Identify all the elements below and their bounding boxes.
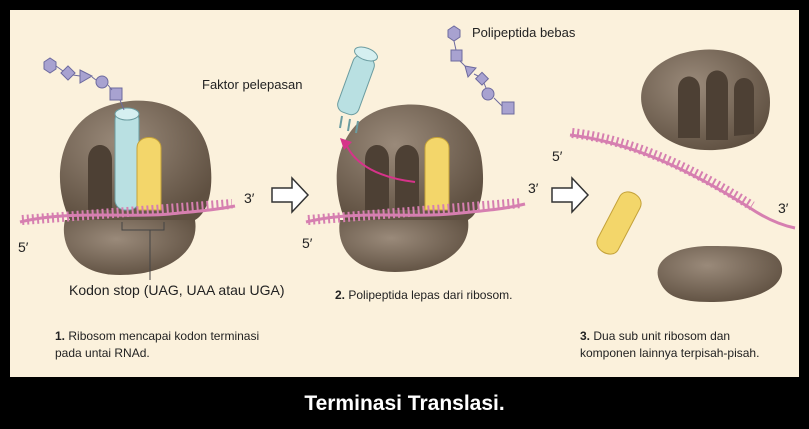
step2-5prime-label: 5′ (302, 235, 313, 251)
step2-line1: Polipeptida lepas dari ribosom. (348, 288, 513, 302)
step1-5prime-label: 5′ (18, 239, 29, 255)
step1-caption: 1. Ribosom mencapai kodon terminasi pada… (55, 328, 259, 362)
step1-line1: Ribosom mencapai kodon terminasi (68, 329, 260, 343)
step1-number: 1. (55, 329, 66, 343)
step2-mrna (305, 198, 526, 225)
step3-large-subunit (641, 49, 770, 151)
step2-caption: 2. Polipeptida lepas dari ribosom. (335, 287, 512, 304)
step3-caption: 3. Dua sub unit ribosom dan komponen lai… (580, 328, 759, 362)
step2-3prime-label: 3′ (528, 180, 539, 196)
step-arrow-1 (271, 176, 310, 214)
step-arrow-2 (551, 176, 590, 214)
step1-line2: pada untai RNAd. (55, 346, 150, 360)
step3-line2: komponen lainnya terpisah-pisah. (580, 346, 760, 360)
step1-ribosome-slots (88, 145, 112, 210)
step3-number: 3. (580, 329, 591, 343)
release-factor-label: Faktor pelepasan (202, 77, 303, 92)
step2-released-factor (337, 46, 378, 134)
step1-polypeptide (43, 57, 125, 111)
stop-codon-label: Kodon stop (UAG, UAA atau UGA) (69, 282, 285, 298)
free-polypeptide-label: Polipeptida bebas (472, 25, 576, 40)
step1-mrna (19, 199, 236, 225)
release-arrowhead (340, 138, 352, 150)
step2-ribosome (336, 104, 484, 272)
stop-codon-bracket (121, 222, 165, 280)
step3-line1: Dua sub unit ribosom dan (593, 329, 731, 343)
release-arrow (345, 143, 416, 183)
step3-small-subunit (657, 246, 783, 302)
step1-3prime-label: 3′ (244, 190, 255, 206)
figure-title: Terminasi Translasi. (304, 392, 505, 415)
diagram-art (19, 25, 796, 302)
step1-release-factor (136, 137, 162, 211)
step2-number: 2. (335, 288, 346, 302)
step3-3prime-label: 3′ (778, 200, 789, 216)
step3-mrna (569, 128, 796, 230)
step3-5prime-label: 5′ (552, 148, 563, 164)
step2-free-polypeptide (447, 25, 515, 115)
diagram-panel: Faktor pelepasan Polipeptida bebas Kodon… (10, 10, 799, 377)
step3-release-factor (596, 191, 642, 255)
step1-trna (114, 107, 140, 211)
